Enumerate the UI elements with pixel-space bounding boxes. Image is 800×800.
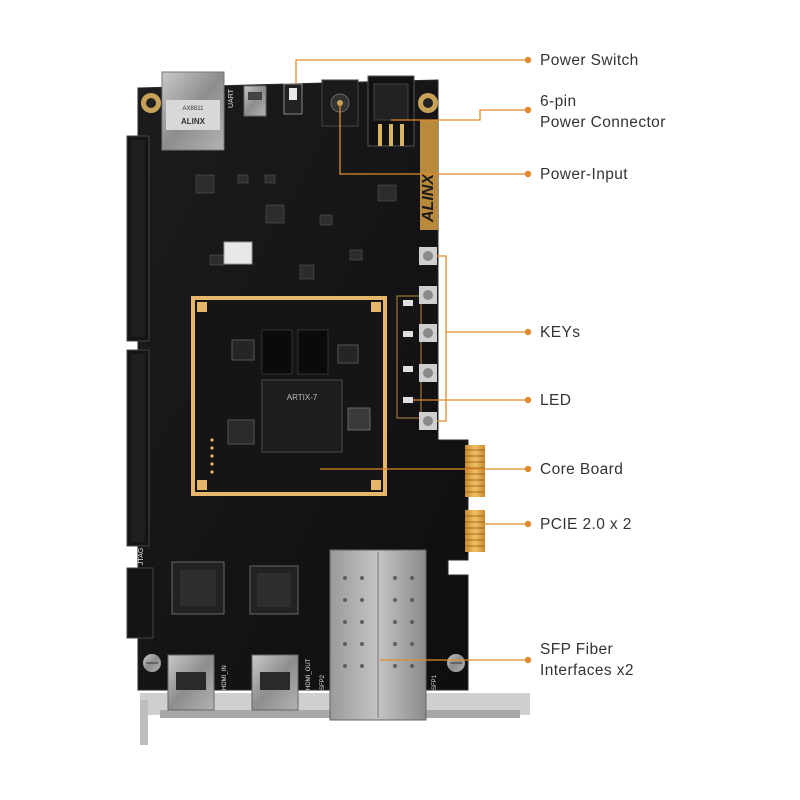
svg-text:SFP1: SFP1 <box>432 674 438 690</box>
callout-line: PCIE 2.0 x 2 <box>540 516 632 533</box>
svg-text:HDMI_OUT: HDMI_OUT <box>306 658 312 690</box>
power-switch <box>283 83 303 115</box>
svg-text:JTAG: JTAG <box>138 548 145 565</box>
white-connector <box>223 241 253 265</box>
key-button <box>419 364 437 382</box>
smd-components <box>195 174 397 280</box>
callout-leaders <box>295 59 528 661</box>
hdmi-chip-right <box>249 565 299 615</box>
hdmi-in-port: HDMI_IN <box>167 654 228 711</box>
brand-strip: ALINX <box>420 120 438 230</box>
mounting-hole <box>141 93 161 113</box>
hdmi-out-port: HDMI_OUT <box>251 654 312 711</box>
callout-line: Power-Input <box>540 166 628 183</box>
key-button <box>419 412 437 430</box>
callout-dot <box>524 56 532 64</box>
uart-port: UART <box>228 85 267 117</box>
callout-dots <box>524 56 532 664</box>
led <box>403 366 413 372</box>
svg-text:HDMI_IN: HDMI_IN <box>222 665 228 690</box>
callout-dot <box>524 656 532 664</box>
svg-text:UART: UART <box>228 88 235 108</box>
fpga-chip: ARTIX-7 <box>261 379 343 453</box>
callout-line: Interfaces x2 <box>540 662 634 679</box>
svg-text:ALINX: ALINX <box>181 117 206 126</box>
led <box>403 331 413 337</box>
callout-line: LED <box>540 392 572 409</box>
key-button <box>419 324 437 342</box>
keys-and-leds <box>396 247 437 430</box>
callout-led: LED <box>540 390 571 411</box>
sfp-cage: SFP2 SFP1 <box>320 549 438 721</box>
leader-power-connector <box>391 109 528 121</box>
core-board: ARTIX-7 <box>191 296 387 496</box>
pcie-gold-fingers <box>465 445 485 552</box>
callout-keys: KEYs <box>540 322 580 343</box>
callout-dot <box>524 396 532 404</box>
callout-line: KEYs <box>540 324 581 341</box>
ethernet-chip-label: AX8811 <box>183 106 205 112</box>
callout-line: SFP Fiber <box>540 641 614 658</box>
callout-dot <box>524 106 532 114</box>
svg-text:SFP2: SFP2 <box>320 674 326 690</box>
ethernet-port: AX8811 ALINX <box>161 71 225 151</box>
callout-sfp: SFP Fiber Interfaces x2 <box>540 639 634 681</box>
svg-text:ARTIX-7: ARTIX-7 <box>287 393 318 402</box>
callout-line: Core Board <box>540 461 624 478</box>
callout-power-connector: 6-pin Power Connector <box>540 91 666 133</box>
callout-line: Power Switch <box>540 52 639 69</box>
expansion-header-top <box>126 135 150 342</box>
leader-power-input <box>339 103 528 175</box>
six-pin-power-connector <box>367 75 415 147</box>
expansion-header-bottom <box>126 349 150 547</box>
key-button <box>419 247 437 265</box>
mounting-hole <box>418 93 438 113</box>
callout-power-switch: Power Switch <box>540 50 639 71</box>
callout-power-input: Power-Input <box>540 164 628 185</box>
callout-dot <box>524 520 532 528</box>
leader-power-switch <box>295 59 528 84</box>
callout-dot <box>524 465 532 473</box>
callout-dot <box>524 170 532 178</box>
led <box>403 397 413 403</box>
jtag-header: JTAG <box>126 548 154 639</box>
mounting-screw <box>143 654 161 672</box>
mounting-screw <box>447 654 465 672</box>
callout-pcie: PCIE 2.0 x 2 <box>540 514 632 535</box>
callout-line: Power Connector <box>540 114 666 131</box>
key-button <box>419 286 437 304</box>
brand-logo: ALINX <box>420 173 437 223</box>
hdmi-chip-left <box>171 561 225 615</box>
callout-line: 6-pin <box>540 93 577 110</box>
led <box>403 300 413 306</box>
callout-dot <box>524 328 532 336</box>
leader-keys <box>437 255 447 422</box>
callout-core-board: Core Board <box>540 459 623 480</box>
